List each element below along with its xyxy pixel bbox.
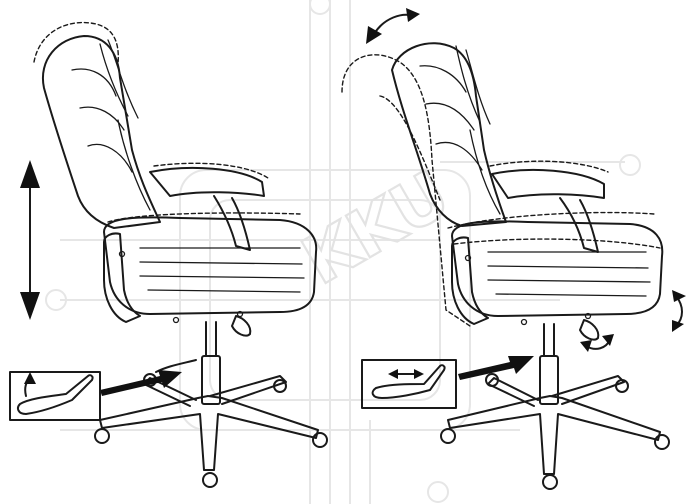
right-base bbox=[447, 395, 661, 475]
right-seat bbox=[451, 220, 664, 317]
right-lever-inset bbox=[361, 359, 457, 409]
left-armrest bbox=[149, 166, 265, 197]
left-lever-inset bbox=[9, 371, 101, 421]
right-tilt-arrows bbox=[366, 8, 686, 352]
left-height-arrow bbox=[20, 160, 40, 320]
right-backrest bbox=[391, 42, 507, 227]
left-chair bbox=[33, 21, 328, 488]
left-base bbox=[99, 395, 319, 471]
right-chair bbox=[341, 42, 670, 490]
right-armrest bbox=[491, 168, 605, 199]
left-pointer-arrow bbox=[100, 370, 182, 396]
watermark-text: KKU bbox=[290, 156, 463, 300]
left-gas-lift bbox=[205, 321, 217, 357]
right-back-tilted-outline bbox=[341, 54, 471, 327]
left-back-raised-outline bbox=[33, 21, 119, 65]
right-pointer-arrow bbox=[458, 356, 534, 380]
left-backrest bbox=[41, 35, 161, 229]
